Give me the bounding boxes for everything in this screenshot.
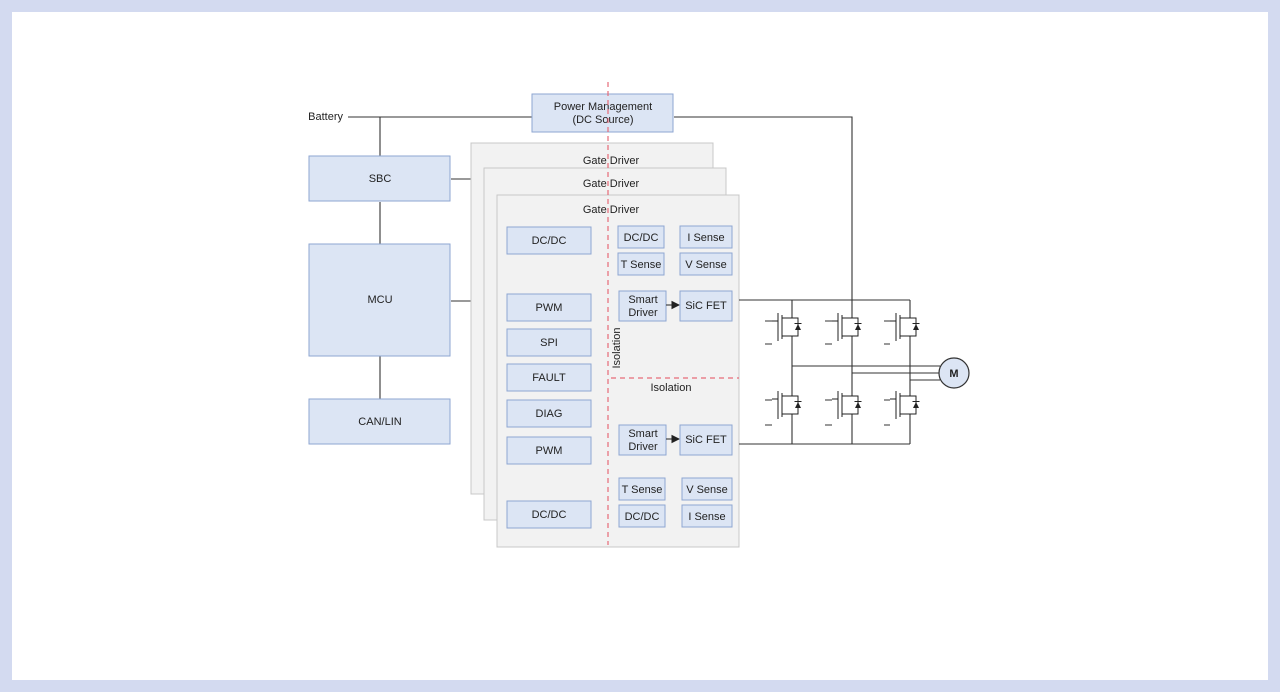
dc-source-line: [674, 116, 853, 300]
bottom-sense-t-sense: T Sense: [618, 477, 666, 501]
sic-mosfet-switch-icon: [771, 388, 802, 422]
can-lin-label: CAN/LIN: [358, 416, 401, 428]
sic-fet-label: SiC FET: [685, 434, 727, 446]
left-block-label: FAULT: [532, 372, 566, 384]
smart-driver-label-line1: Smart: [628, 294, 657, 306]
sense-label: T Sense: [622, 484, 663, 496]
sense-label: DC/DC: [624, 232, 659, 244]
bottom-sense-i-sense: I Sense: [681, 504, 733, 528]
isolation-horizontal-label: Isolation: [651, 382, 692, 394]
sic-mosfet-switch-icon: [831, 310, 862, 344]
bottom-sense-dcdc: DC/DC: [618, 504, 666, 528]
inverter-bridge: [739, 299, 940, 445]
left-block-label: DC/DC: [532, 235, 567, 247]
bottom-sense-v-sense: V Sense: [681, 477, 733, 501]
left-block-pwm-bottom: PWM: [506, 436, 592, 465]
sic-fet-top: SiC FET: [679, 290, 733, 322]
mcu-label: MCU: [367, 294, 392, 306]
gate-driver-title-middle: Gate Driver: [583, 178, 640, 190]
power-management-block: Power Management (DC Source): [531, 93, 674, 133]
left-block-spi: SPI: [506, 328, 592, 357]
motor-label: M: [949, 368, 958, 380]
sic-mosfet-switch-icon: [771, 310, 802, 344]
mcu-block: MCU: [308, 243, 451, 357]
sic-fet-bottom: SiC FET: [679, 424, 733, 456]
smart-driver-label-line1: Smart: [628, 428, 657, 440]
can-lin-block: CAN/LIN: [308, 398, 451, 445]
left-block-label: PWM: [536, 302, 563, 314]
power-management-label: Power Management: [554, 101, 652, 113]
gate-driver-title-front: Gate Driver: [583, 204, 640, 216]
sense-label: V Sense: [686, 484, 728, 496]
smart-driver-label-line2: Driver: [628, 307, 658, 319]
motor-icon: M: [938, 357, 970, 389]
left-block-label: PWM: [536, 445, 563, 457]
smart-driver-bottom: Smart Driver: [618, 424, 667, 456]
sense-label: T Sense: [621, 259, 662, 271]
battery-label: Battery: [308, 111, 343, 123]
gate-driver-title-back: Gate Driver: [583, 155, 640, 167]
sbc-label: SBC: [369, 173, 392, 185]
sense-label: DC/DC: [625, 511, 660, 523]
smart-driver-label-line2: Driver: [628, 441, 658, 453]
smart-driver-top: Smart Driver: [618, 290, 667, 322]
sic-mosfet-switch-icon: [889, 310, 920, 344]
sic-mosfet-switch-icon: [831, 388, 862, 422]
left-block-diag: DIAG: [506, 399, 592, 428]
sense-label: I Sense: [688, 511, 725, 523]
left-block-label: SPI: [540, 337, 558, 349]
dc-source-label: (DC Source): [572, 114, 633, 126]
top-sense-t-sense: T Sense: [617, 252, 665, 276]
left-block-pwm-top: PWM: [506, 293, 592, 322]
left-block-label: DC/DC: [532, 509, 567, 521]
sense-label: I Sense: [687, 232, 724, 244]
left-block-dcdc-top: DC/DC: [506, 226, 592, 255]
isolation-vertical-label: Isolation: [611, 328, 623, 369]
sic-mosfet-switch-icon: [889, 388, 920, 422]
sic-fet-label: SiC FET: [685, 300, 727, 312]
left-block-label: DIAG: [536, 408, 563, 420]
left-block-dcdc-bottom: DC/DC: [506, 500, 592, 529]
top-sense-v-sense: V Sense: [679, 252, 733, 276]
top-sense-i-sense: I Sense: [679, 225, 733, 249]
sense-label: V Sense: [685, 259, 727, 271]
top-sense-dcdc: DC/DC: [617, 225, 665, 249]
left-block-fault: FAULT: [506, 363, 592, 392]
sbc-block: SBC: [308, 155, 451, 202]
